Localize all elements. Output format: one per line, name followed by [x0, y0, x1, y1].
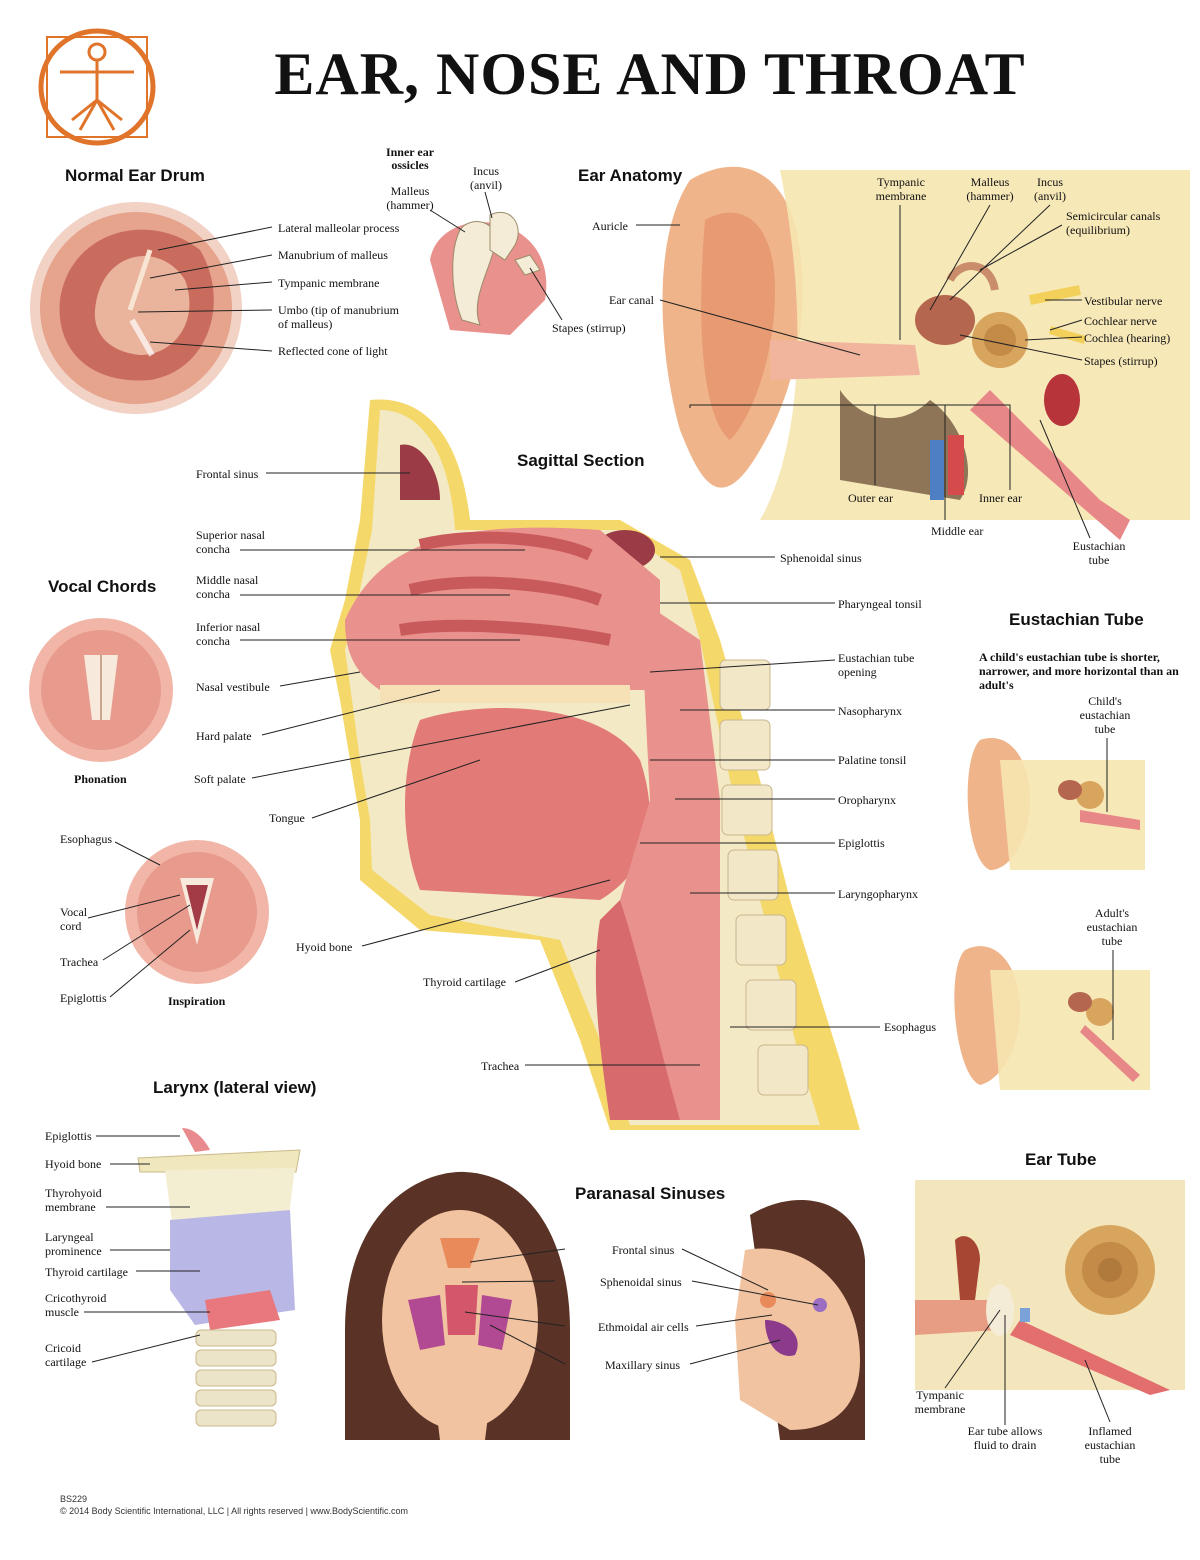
vocal-chords-phonation-illustration [29, 618, 173, 762]
label-trachea: Trachea [481, 1059, 520, 1073]
child-eustachian-label: Child's eustachian tube [1079, 694, 1131, 736]
ear-tube-leader-lines [944, 1309, 1111, 1425]
label-hard-palate: Hard palate [196, 729, 252, 743]
label-palatine-tonsil: Palatine tonsil [838, 753, 907, 767]
ossicles-illustration [430, 211, 547, 335]
label-tube-tympanic: Tympanic membrane [914, 1388, 966, 1416]
label-para-maxillary: Maxillary sinus [605, 1358, 680, 1372]
label-lateral-malleolar: Lateral malleolar process [278, 221, 400, 235]
larynx-illustration [137, 1128, 301, 1427]
ossicles-leader-lines [429, 191, 563, 321]
label-ear-canal: Ear canal [609, 293, 654, 307]
footer-code: BS229 [60, 1494, 88, 1504]
label-larynx-epiglottis: Epiglottis [45, 1129, 92, 1143]
label-thyrohyoid: Thyrohyoid membrane [45, 1186, 102, 1214]
larynx-heading: Larynx (lateral view) [153, 1078, 317, 1097]
label-esophagus: Esophagus [884, 1020, 936, 1034]
label-inflamed-eustachian: Inflamed eustachian tube [1084, 1424, 1136, 1466]
sagittal-heading: Sagittal Section [517, 451, 645, 470]
label-tongue: Tongue [269, 811, 305, 825]
phonation-label: Phonation [74, 772, 127, 786]
sagittal-leader-lines [240, 472, 880, 1066]
inspiration-label: Inspiration [168, 994, 226, 1008]
ear-anatomy-heading: Ear Anatomy [578, 166, 683, 185]
label-vocal-epiglottis: Epiglottis [60, 991, 107, 1005]
label-umbo: Umbo (tip of manubrium of malleus) [278, 303, 399, 331]
eustachian-leader-lines [1106, 738, 1114, 1040]
label-tympanic-membrane: Tympanic membrane [278, 276, 380, 290]
ossicles-heading: Inner ear ossicles [385, 145, 435, 172]
label-cricoid: Cricoid cartilage [45, 1341, 87, 1369]
label-inner-ear: Inner ear [979, 491, 1022, 505]
label-nasal-vestibule: Nasal vestibule [196, 680, 270, 694]
front-face-illustration [345, 1171, 570, 1440]
label-cone-of-light: Reflected cone of light [278, 344, 388, 358]
ear-drum-heading: Normal Ear Drum [65, 166, 205, 185]
label-ear-stapes: Stapes (stirrup) [1084, 354, 1158, 368]
vocal-chords-inspiration-illustration [125, 840, 269, 984]
ossicles-incus-label: Incus (anvil) [470, 164, 502, 192]
label-pharyngeal-tonsil: Pharyngeal tonsil [838, 597, 922, 611]
ear-drum-leader-lines [137, 226, 273, 352]
ear-anatomy-illustration [662, 166, 1190, 540]
poster-title: EAR, NOSE AND THROAT [274, 41, 1026, 107]
label-ear-malleus: Malleus (hammer) [966, 175, 1014, 203]
label-vocal-trachea: Trachea [60, 955, 99, 969]
label-hyoid-bone: Hyoid bone [296, 940, 353, 954]
label-frontal-sinus: Frontal sinus [196, 467, 259, 481]
label-thyroid-cartilage: Thyroid cartilage [423, 975, 506, 989]
ear-anatomy-leader-lines [636, 204, 1091, 539]
label-ear-eustachian: Eustachian tube [1072, 539, 1126, 567]
label-cochlea: Cochlea (hearing) [1084, 331, 1171, 345]
label-manubrium: Manubrium of malleus [278, 248, 388, 262]
ear-drum-illustration [30, 202, 242, 414]
child-ear-illustration [967, 738, 1145, 870]
vocal-leader-lines [87, 841, 191, 998]
ossicles-malleus-label: Malleus (hammer) [386, 184, 434, 212]
paranasal-leader-lines [461, 1248, 819, 1365]
label-sphenoidal-sinus: Sphenoidal sinus [780, 551, 862, 565]
label-larynx-hyoid: Hyoid bone [45, 1157, 102, 1171]
label-ear-tube-drain: Ear tube allows fluid to drain [967, 1424, 1043, 1452]
label-soft-palate: Soft palate [194, 772, 246, 786]
label-para-ethmoidal: Ethmoidal air cells [598, 1320, 689, 1334]
label-ear-incus: Incus (anvil) [1034, 175, 1066, 203]
label-ear-tympanic: Tympanic membrane [875, 175, 927, 203]
label-middle-concha: Middle nasal concha [196, 573, 259, 601]
eustachian-note: A child's eustachian tube is shorter, na… [979, 650, 1179, 692]
label-larynx-thyroid: Thyroid cartilage [45, 1265, 128, 1279]
vitruvian-logo-icon [38, 28, 156, 146]
vocal-chords-heading: Vocal Chords [48, 577, 157, 596]
label-laryngopharynx: Laryngopharynx [838, 887, 918, 901]
label-vocal-esophagus: Esophagus [60, 832, 112, 846]
label-middle-ear: Middle ear [931, 524, 984, 538]
larynx-leader-lines [84, 1135, 210, 1363]
label-vestibular-nerve: Vestibular nerve [1084, 294, 1163, 308]
footer-copyright: © 2014 Body Scientific International, LL… [60, 1506, 408, 1516]
label-outer-ear: Outer ear [848, 491, 893, 505]
paranasal-heading: Paranasal Sinuses [575, 1184, 726, 1203]
label-cochlear-nerve: Cochlear nerve [1084, 314, 1157, 328]
label-epiglottis: Epiglottis [838, 836, 885, 850]
label-cricothyroid: Cricothyroid muscle [45, 1291, 107, 1319]
adult-ear-illustration [954, 946, 1150, 1090]
label-inferior-concha: Inferior nasal concha [196, 620, 261, 648]
label-semicircular: Semicircular canals (equilibrium) [1066, 209, 1161, 237]
label-para-frontal: Frontal sinus [612, 1243, 675, 1257]
side-face-illustration [735, 1200, 865, 1440]
label-superior-concha: Superior nasal concha [196, 528, 265, 556]
label-eustachian-opening: Eustachian tube opening [838, 651, 915, 679]
label-vocal-cord: Vocal cord [60, 905, 88, 933]
eustachian-heading: Eustachian Tube [1009, 610, 1144, 629]
ossicles-stapes-label: Stapes (stirrup) [552, 321, 626, 335]
adult-eustachian-label: Adult's eustachian tube [1086, 906, 1138, 948]
ear-tube-heading: Ear Tube [1025, 1150, 1097, 1169]
ear-tube-illustration [915, 1180, 1185, 1395]
label-laryngeal-prominence: Laryngeal prominence [45, 1230, 102, 1258]
label-nasopharynx: Nasopharynx [838, 704, 902, 718]
label-para-sphenoidal: Sphenoidal sinus [600, 1275, 682, 1289]
label-auricle: Auricle [592, 219, 628, 233]
label-oropharynx: Oropharynx [838, 793, 896, 807]
